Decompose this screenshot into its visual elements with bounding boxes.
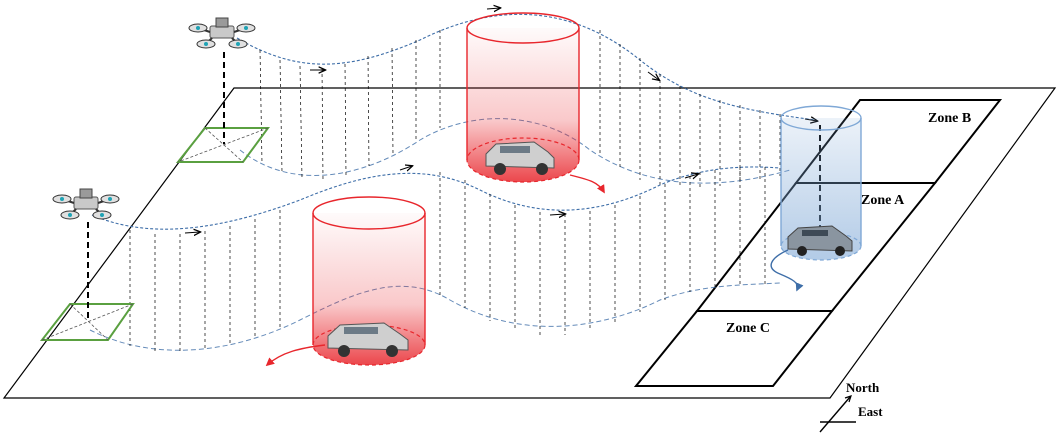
zone-c-label: Zone C xyxy=(726,321,770,336)
compass-north-label: North xyxy=(846,380,880,395)
zone-a-label: Zone A xyxy=(861,193,905,208)
car-motion-arrow xyxy=(569,174,605,194)
target-motion-arrow xyxy=(770,249,804,292)
car-icon xyxy=(787,225,853,256)
landing-pad-icon xyxy=(175,127,270,163)
compass-arrow-icon xyxy=(819,395,856,433)
restricted-cylinder-back xyxy=(466,12,580,183)
ground-plane xyxy=(2,87,1057,399)
flight-path-lower xyxy=(89,166,781,352)
landing-pad-icon xyxy=(39,303,135,341)
zone-b-label: Zone B xyxy=(928,111,971,126)
drone-icon xyxy=(188,17,256,49)
car-motion-arrow xyxy=(265,344,326,367)
zone-c-outline xyxy=(633,310,835,387)
compass-east-label: East xyxy=(858,404,883,419)
car-icon xyxy=(485,141,555,175)
flight-path-upper xyxy=(236,8,817,188)
car-icon xyxy=(327,322,409,357)
drone-icon xyxy=(52,188,120,220)
